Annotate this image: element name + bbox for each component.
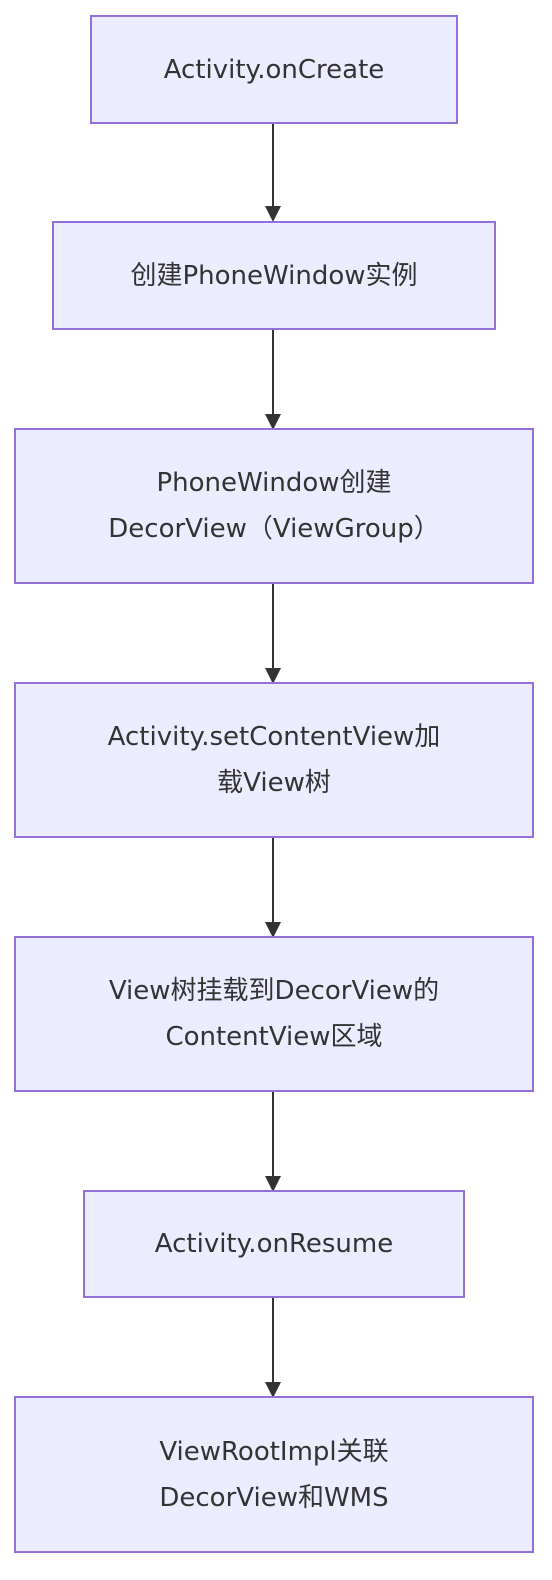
node-phonewindow-create-decorview: PhoneWindow创建 DecorView（ViewGroup） <box>14 428 534 584</box>
node-label-line-2: ContentView区域 <box>165 1022 383 1052</box>
node-activity-onresume: Activity.onResume <box>83 1190 465 1298</box>
node-label-line-2: DecorView和WMS <box>159 1482 389 1513</box>
node-setcontentview: Activity.setContentView加 载View树 <box>14 682 534 838</box>
node-label: 创建PhoneWindow实例 <box>130 260 418 291</box>
node-label-line-1: View树挂载到DecorView的 <box>108 976 440 1006</box>
node-label-line-1: Activity.setContentView加 <box>107 722 441 752</box>
node-label: Activity.onResume <box>154 1229 394 1259</box>
node-viewrootimpl-link: ViewRootImpl关联 DecorView和WMS <box>14 1396 534 1553</box>
node-label-line-1: PhoneWindow创建 <box>156 468 392 498</box>
node-view-tree-mount: View树挂载到DecorView的 ContentView区域 <box>14 936 534 1092</box>
node-label: Activity.onCreate <box>163 54 385 85</box>
node-label-line-2: 载View树 <box>217 768 331 798</box>
node-activity-oncreate: Activity.onCreate <box>90 15 458 124</box>
node-create-phonewindow: 创建PhoneWindow实例 <box>52 221 496 330</box>
node-label-line-1: ViewRootImpl关联 <box>159 1436 389 1467</box>
node-label-line-2: DecorView（ViewGroup） <box>108 514 440 544</box>
